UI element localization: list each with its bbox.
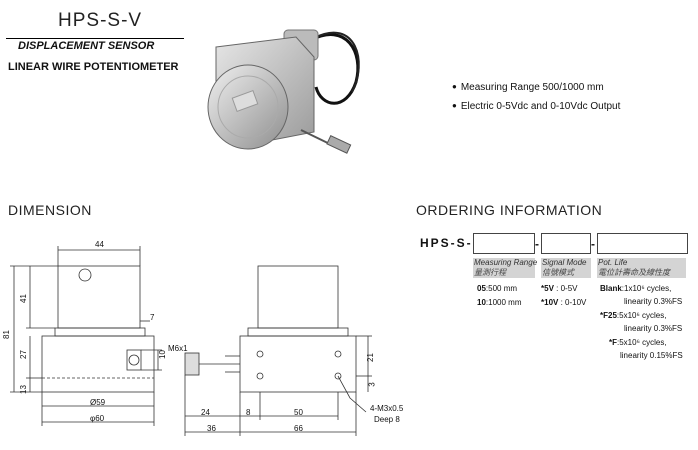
dim-label: 24 bbox=[201, 408, 210, 417]
dim-label: 81 bbox=[1, 330, 11, 339]
signal-header: Signal Mode bbox=[542, 258, 587, 267]
dim-label: 66 bbox=[294, 424, 303, 433]
option-code: *10V bbox=[541, 298, 559, 307]
range-header-cn: 量測行程 bbox=[474, 268, 506, 277]
option-desc: : 0-5V bbox=[553, 284, 578, 293]
range-option: 05:500 mm bbox=[477, 282, 517, 296]
dimension-heading: DIMENSION bbox=[8, 202, 92, 218]
dim-label: 41 bbox=[18, 294, 28, 303]
option-code: *F bbox=[609, 338, 617, 347]
feature-item: Electric 0-5Vdc and 0-10Vdc Output bbox=[452, 97, 621, 116]
ordering-heading: ORDERING INFORMATION bbox=[416, 202, 603, 218]
option-desc: :1x10⁶ cycles, bbox=[621, 284, 672, 293]
option-desc: : 0-10V bbox=[558, 298, 587, 307]
product-type: DISPLACEMENT SENSOR bbox=[18, 40, 155, 52]
life-header-bg bbox=[597, 258, 686, 278]
dimension-drawing bbox=[10, 246, 372, 436]
life-option-detail: linearity 0.15%FS bbox=[620, 351, 683, 360]
range-option: 10:1000 mm bbox=[477, 296, 521, 310]
dim-label: 4-M3x0.5 bbox=[370, 404, 404, 413]
option-desc: :500 mm bbox=[485, 284, 518, 293]
range-code-box[interactable] bbox=[473, 233, 535, 254]
option-code: 05 bbox=[477, 284, 486, 293]
life-header-cn: 電位計壽命及線性度 bbox=[598, 268, 670, 277]
life-option: Blank:1x10⁶ cycles, bbox=[600, 282, 671, 296]
dim-label: 13 bbox=[18, 385, 28, 394]
option-code: Blank bbox=[600, 284, 622, 293]
dim-label: 10 bbox=[157, 350, 167, 359]
range-header: Measuring Range bbox=[474, 258, 538, 267]
code-separator: - bbox=[591, 237, 595, 251]
dim-label: 21 bbox=[365, 353, 375, 362]
option-desc: :5x10⁶ cycles, bbox=[617, 338, 667, 347]
option-desc: :1000 mm bbox=[485, 298, 522, 307]
life-option: *F:5x10⁶ cycles, bbox=[609, 336, 667, 350]
title-divider bbox=[6, 38, 184, 39]
product-subtype: LINEAR WIRE POTENTIOMETER bbox=[8, 61, 179, 73]
life-option: *F25:5x10⁶ cycles, bbox=[600, 309, 666, 323]
dim-label: φ60 bbox=[90, 414, 105, 423]
dim-label: 7 bbox=[150, 313, 155, 322]
code-separator: - bbox=[535, 237, 539, 251]
range-header-bg bbox=[473, 258, 535, 278]
option-code: 10 bbox=[477, 298, 486, 307]
dim-label: 36 bbox=[207, 424, 216, 433]
signal-option: *5V : 0-5V bbox=[541, 282, 577, 296]
signal-code-box[interactable] bbox=[541, 233, 591, 254]
feature-item: Measuring Range 500/1000 mm bbox=[452, 78, 620, 97]
model-title: HPS-S-V bbox=[58, 10, 143, 31]
life-option-detail: linearity 0.3%FS bbox=[624, 297, 683, 306]
dim-label: 27 bbox=[18, 350, 28, 359]
option-code: *5V bbox=[541, 284, 554, 293]
dim-label: 8 bbox=[246, 408, 251, 417]
signal-header-cn: 信號模式 bbox=[542, 268, 574, 277]
life-option-detail: linearity 0.3%FS bbox=[624, 324, 683, 333]
order-code-prefix: HPS-S- bbox=[420, 236, 473, 250]
dim-label: 3 bbox=[367, 382, 377, 387]
option-desc: :5x10⁶ cycles, bbox=[616, 311, 667, 320]
product-photo bbox=[207, 29, 360, 154]
dim-label: M6x1 bbox=[168, 344, 188, 353]
dim-label: Deep 8 bbox=[374, 415, 400, 424]
life-header: Pot. Life bbox=[598, 258, 628, 267]
signal-header-bg bbox=[541, 258, 591, 278]
option-code: *F25 bbox=[600, 311, 617, 320]
dim-label: 50 bbox=[294, 408, 303, 417]
dim-label: Ø59 bbox=[90, 398, 106, 407]
feature-list: Measuring Range 500/1000 mm Electric 0-5… bbox=[452, 78, 621, 116]
signal-option: *10V : 0-10V bbox=[541, 296, 586, 310]
life-code-box[interactable] bbox=[597, 233, 688, 254]
dim-label: 44 bbox=[95, 240, 104, 249]
